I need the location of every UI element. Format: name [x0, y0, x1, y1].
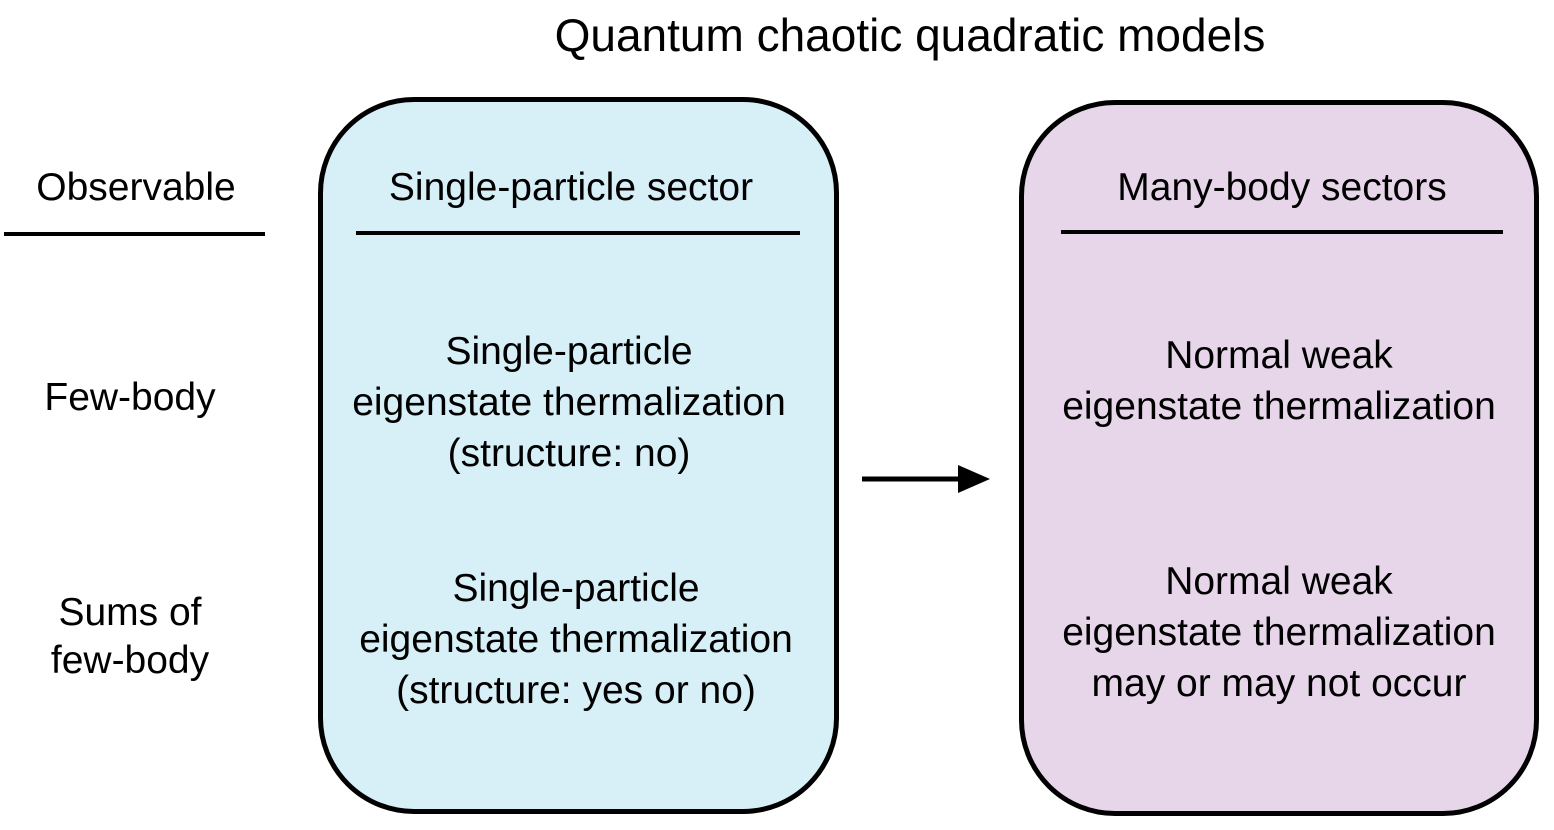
cell-line: eigenstate thermalization [352, 381, 786, 424]
row-label-sums-line-2: few-body [50, 639, 210, 682]
row-label-sums-line-1: Sums of [58, 591, 202, 634]
cell-line: eigenstate thermalization [1062, 385, 1496, 428]
right-arrow-icon [862, 465, 990, 493]
cell-line: (structure: yes or no) [396, 669, 756, 712]
cell-line: eigenstate thermalization [359, 618, 793, 661]
cell-line: Normal weak [1165, 560, 1393, 603]
row-label-sums-of-few-body: Sums of few-body [0, 589, 260, 685]
cell-line: Normal weak [1165, 334, 1393, 377]
observable-header-underline [4, 232, 265, 236]
cell-line: may or may not occur [1091, 662, 1467, 705]
many-body-header-underline [1061, 230, 1503, 234]
single-particle-panel [318, 97, 839, 814]
cell-line: Single-particle [452, 567, 700, 610]
diagram-title: Quantum chaotic quadratic models [554, 9, 1266, 61]
many-body-few-body-cell: Normal weak eigenstate thermalization [1019, 330, 1539, 432]
many-body-header: Many-body sectors [1117, 166, 1447, 209]
many-body-panel [1019, 100, 1539, 816]
cell-line: eigenstate thermalization [1062, 611, 1496, 654]
arrow-head [958, 465, 990, 493]
observable-header: Observable [36, 166, 236, 209]
row-label-few-body: Few-body [44, 376, 216, 419]
cell-line: (structure: no) [447, 432, 691, 475]
single-particle-few-body-cell: Single-particle eigenstate thermalizatio… [318, 326, 820, 479]
single-particle-sums-cell: Single-particle eigenstate thermalizatio… [318, 563, 834, 716]
single-particle-header: Single-particle sector [388, 166, 754, 209]
cell-line: Single-particle [445, 330, 693, 373]
single-particle-header-underline [356, 231, 800, 235]
many-body-sums-cell: Normal weak eigenstate thermalization ma… [1019, 556, 1539, 709]
